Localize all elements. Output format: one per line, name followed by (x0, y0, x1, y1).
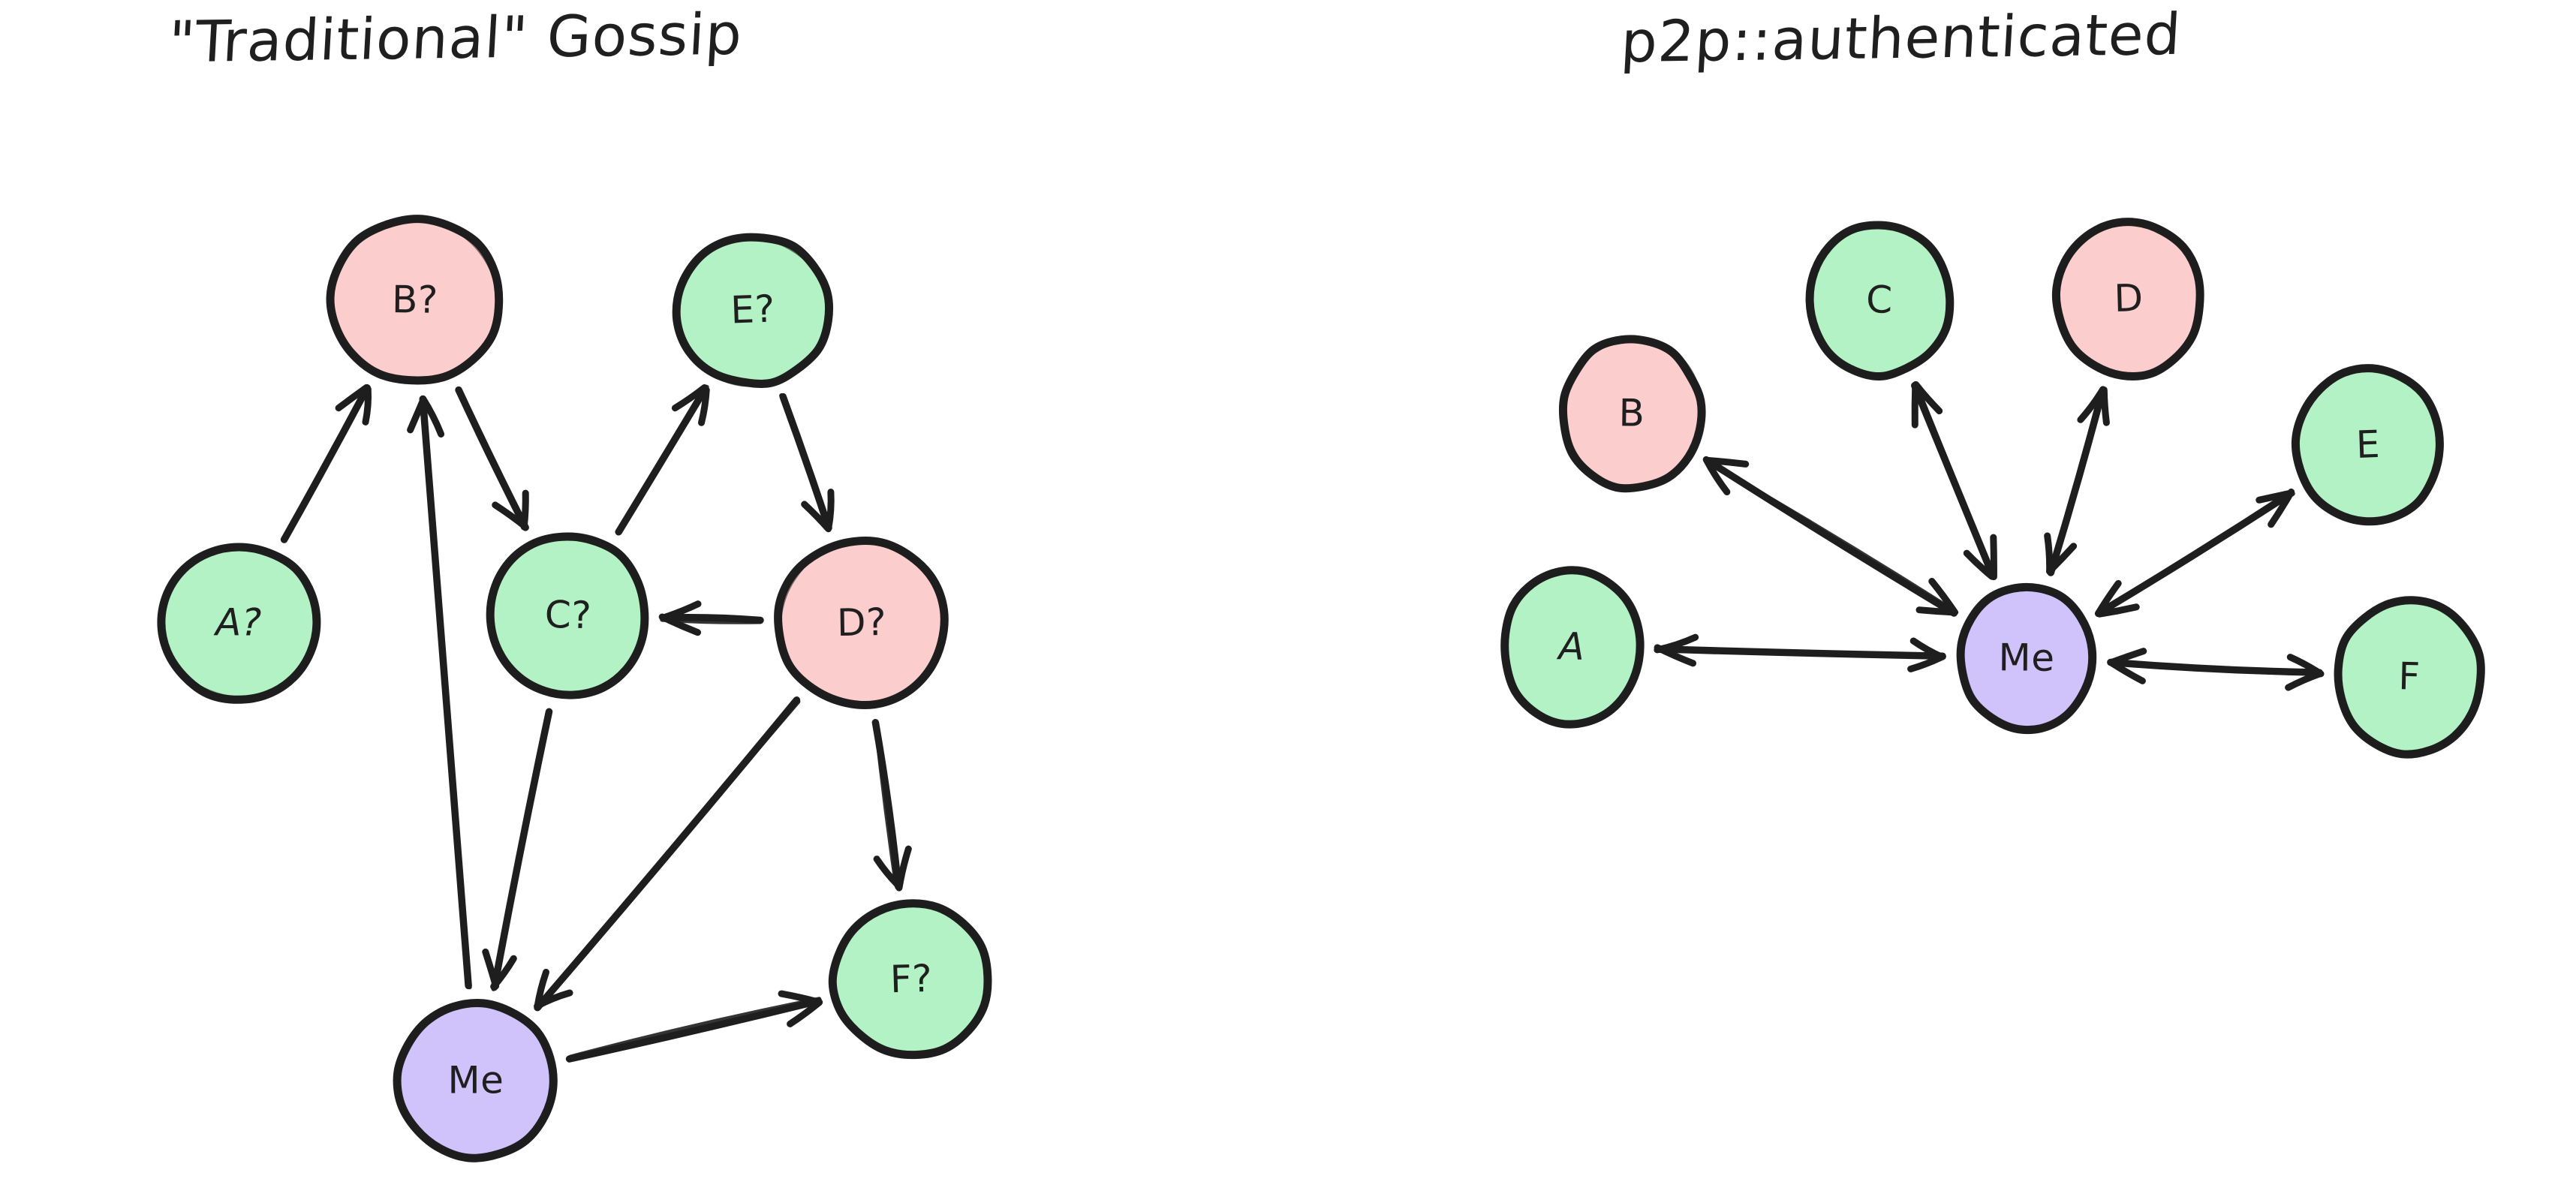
node-traditional-gossip-F[interactable]: F? (828, 899, 992, 1060)
node-label-traditional-gossip-C: C? (544, 593, 592, 637)
node-label-traditional-gossip-F: F? (889, 957, 933, 1002)
node-label-traditional-gossip-E: E? (730, 287, 775, 332)
node-label-p2p-authenticated-E: E (2355, 423, 2381, 467)
node-traditional-gossip-A[interactable]: A? (157, 543, 321, 704)
edge-p2p-authenticated-Me-to-B (1702, 456, 1959, 617)
nodes-layer: B? E? A? C? D? F? Me B C D E A F Me (157, 215, 2485, 1162)
edge-p2p-authenticated-Me-to-A (1654, 633, 1946, 672)
node-label-p2p-authenticated-D: D (2114, 276, 2144, 320)
node-label-p2p-authenticated-F: F (2398, 654, 2421, 699)
node-p2p-authenticated-B[interactable]: B (1558, 335, 1706, 493)
edge-p2p-authenticated-Me-to-E (2094, 489, 2295, 618)
node-p2p-authenticated-C[interactable]: C (1805, 221, 1955, 381)
node-p2p-authenticated-A[interactable]: A (1500, 566, 1645, 729)
edge-traditional-gossip-A-to-B (280, 383, 372, 543)
edges-layer (280, 380, 2325, 1063)
node-p2p-authenticated-F[interactable]: F (2334, 596, 2485, 759)
node-label-traditional-gossip-Me: Me (448, 1058, 504, 1102)
edge-traditional-gossip-B-to-C (455, 386, 529, 531)
edge-traditional-gossip-Me-to-F (565, 990, 823, 1063)
edge-traditional-gossip-E-to-D (779, 392, 835, 533)
node-label-p2p-authenticated-Me: Me (1998, 636, 2054, 680)
edge-traditional-gossip-D-to-Me (534, 696, 801, 1012)
edge-p2p-authenticated-Me-to-D (2044, 386, 2110, 576)
edge-traditional-gossip-C-to-E (615, 384, 710, 536)
node-traditional-gossip-D[interactable]: D? (774, 537, 949, 709)
edge-p2p-authenticated-Me-to-C (1911, 380, 1997, 581)
node-p2p-authenticated-Me[interactable]: Me (1956, 582, 2097, 735)
edge-traditional-gossip-Me-to-B (407, 395, 472, 990)
node-traditional-gossip-C[interactable]: C? (486, 532, 649, 699)
edge-traditional-gossip-D-to-F (871, 718, 912, 892)
node-label-traditional-gossip-D: D? (836, 600, 886, 645)
node-p2p-authenticated-E[interactable]: E (2291, 364, 2444, 526)
edge-traditional-gossip-C-to-Me (482, 708, 553, 991)
node-label-traditional-gossip-B: B? (392, 278, 439, 322)
node-label-p2p-authenticated-A: A (1556, 624, 1585, 669)
node-traditional-gossip-E[interactable]: E? (672, 233, 833, 388)
node-label-traditional-gossip-A: A? (213, 600, 262, 644)
node-label-p2p-authenticated-C: C (1866, 278, 1893, 321)
edge-traditional-gossip-D-to-C (658, 600, 764, 636)
node-traditional-gossip-B[interactable]: B? (326, 215, 504, 385)
node-p2p-authenticated-D[interactable]: D (2051, 218, 2204, 380)
node-label-p2p-authenticated-B: B (1618, 391, 1645, 435)
edge-p2p-authenticated-Me-to-F (2107, 648, 2325, 691)
node-traditional-gossip-Me[interactable]: Me (393, 999, 558, 1162)
